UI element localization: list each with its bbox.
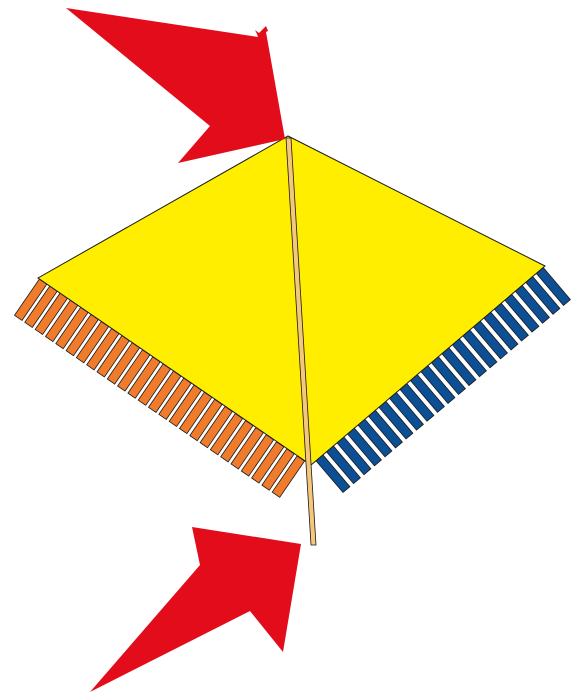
top-arrow-icon — [66, 8, 285, 163]
bottom-arrow-icon — [90, 527, 301, 692]
